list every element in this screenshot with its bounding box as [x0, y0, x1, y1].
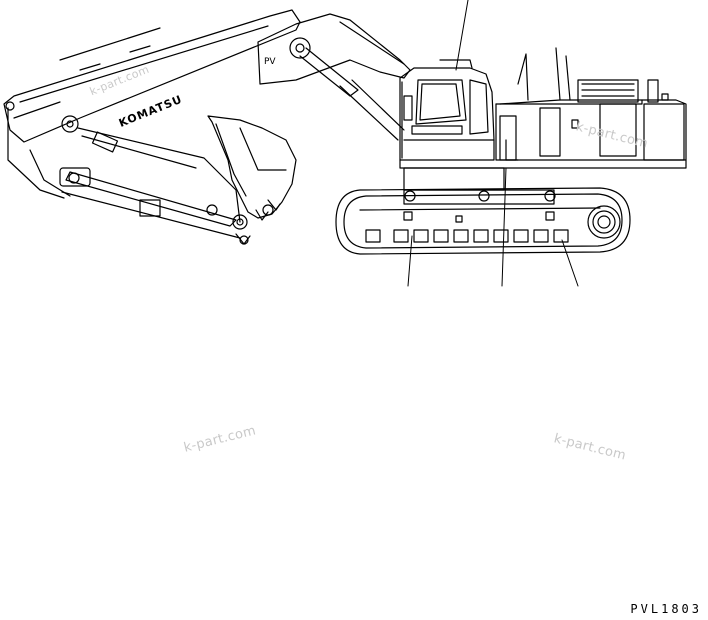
- track-rollers: [365, 229, 569, 243]
- arm-cylinder: [59, 167, 274, 239]
- idler-wheel: [587, 205, 621, 239]
- leader-lines: [407, 0, 579, 287]
- drawing-code: PVL1803: [630, 602, 702, 616]
- boom: PV: [257, 13, 411, 141]
- arm: KOMATSU: [3, 9, 301, 199]
- boom-mark: PV: [264, 57, 276, 67]
- undercarriage: [335, 167, 631, 255]
- bucket-linkage: [77, 127, 251, 245]
- cab: [399, 59, 495, 161]
- carrier-rollers: [404, 190, 556, 202]
- bucket: [207, 115, 297, 221]
